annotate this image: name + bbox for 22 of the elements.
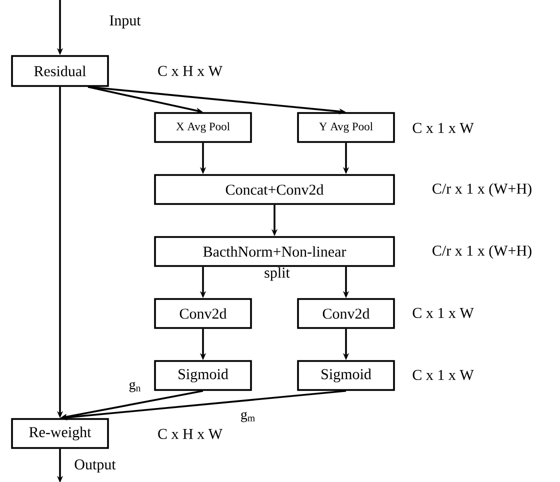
process-box: Concat+Conv2d — [154, 174, 395, 205]
annotation-label: C x 1 x W — [412, 370, 474, 380]
process-box: BacthNorm+Non-linear — [154, 236, 395, 267]
process-box: Re-weight — [11, 418, 109, 449]
annotation-label: C x 1 x W — [412, 308, 474, 318]
annotation-label: C x H x W — [158, 428, 222, 440]
process-box: Sigmoid — [297, 360, 395, 391]
annotation-label: C x 1 x W — [412, 122, 474, 134]
process-box: Residual — [11, 55, 109, 87]
edge-label: g$_{n}$ — [128, 380, 142, 394]
process-box: X Avg Pool — [154, 112, 252, 143]
annotation-label: C/r x 1 x (W+H) — [432, 245, 532, 259]
process-box: Conv2d — [154, 298, 252, 329]
process-box: Sigmoid — [154, 360, 252, 391]
annotation-label: Input — [110, 16, 141, 29]
edge-label: g$_{m}$ — [239, 410, 257, 424]
process-box: Conv2d — [297, 298, 395, 329]
annotation-label: C x H x W — [158, 66, 222, 76]
flow-label: Output — [74, 459, 116, 473]
annotation-label: split — [264, 267, 290, 281]
annotation-label: C/r x 1 x (W+H) — [432, 183, 532, 197]
process-box: Y Avg Pool — [297, 112, 395, 143]
